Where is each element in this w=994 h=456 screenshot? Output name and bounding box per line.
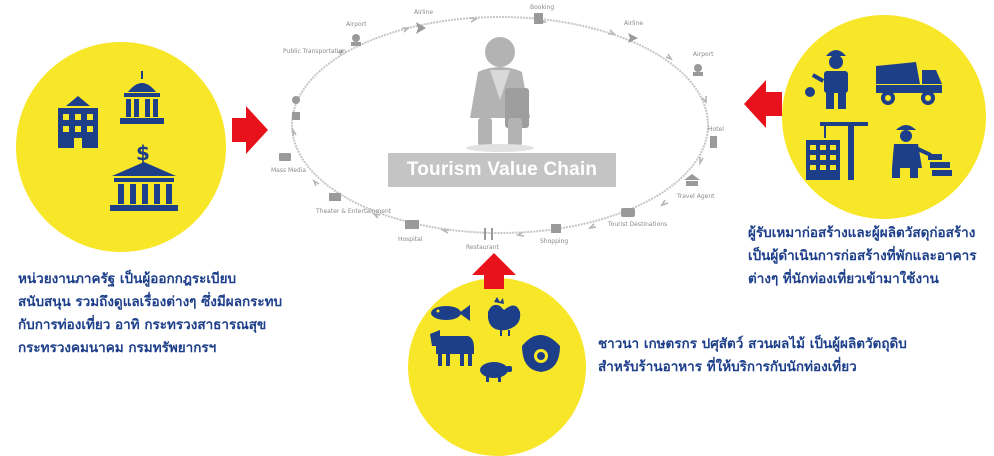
caption-line: ต่างๆ ที่นักท่องเที่ยวเข้ามาใช้งาน [748,271,939,287]
node-label: Restaurant [466,244,499,251]
mass-media-icon [279,153,291,161]
node-label: Airline [414,9,433,16]
node-label: Airline [624,20,643,27]
fish-icon [431,305,470,321]
node-label: Public Transportation [283,48,346,55]
airport-icon [694,64,702,72]
node-booking: Booking [530,4,554,24]
node-label: Travel Agent [676,193,715,200]
node-label: Airport [346,21,367,28]
value-chain-cycle [291,16,709,234]
transport-icon [292,96,300,104]
caption-line: เป็นผู้ดำเนินการก่อสร้างที่พักและอาคาร [748,248,977,264]
construction-worker-icon [805,50,848,109]
shopping-icon [551,224,561,233]
chicken-icon [488,297,521,336]
destination-icon [621,208,635,217]
caption-line: หน่วยงานภาครัฐ เป็นผู้ออกกฎระเบียบ [18,271,237,287]
node-airport-left: Airport [346,21,367,46]
capitol-building-icon [120,71,164,124]
travel-agent-icon [684,174,700,180]
fork-icon [484,228,486,240]
turkey-icon [522,335,560,372]
node-shopping: Shopping [540,224,568,245]
government-circle [16,42,226,252]
diagram-canvas: Airport Airline Booking Airline Airport … [58,4,952,382]
government-caption: หน่วยงานภาครัฐ เป็นผู้ออกกฎระเบียบ สนับส… [18,268,282,360]
node-label: Hospital [398,236,423,243]
arrow-right-to-center [744,80,782,128]
node-label: Tourist Destinations [607,221,667,228]
caption-line: ชาวนา เกษตรกร ปศุสัตว์ สวนผลไม้ เป็นผู้ผ… [598,336,907,352]
theater-icon [329,193,341,201]
caption-line: ผู้รับเหมาก่อสร้างและผู้ผลิตวัสดุก่อสร้า… [748,225,976,241]
node-mass-media: Mass Media [271,153,306,174]
node-theater: Theater & Entertainment [315,193,392,215]
dump-truck-icon [876,62,942,105]
construction-caption: ผู้รับเหมาก่อสร้างและผู้ผลิตวัสดุก่อสร้า… [748,222,976,291]
node-label: Theater & Entertainment [315,208,392,215]
bricklayer-icon [892,125,952,178]
node-travel-agent: Travel Agent [676,174,715,200]
office-building-icon [58,96,98,148]
agriculture-caption: ชาวนา เกษตรกร ปศุสัตว์ สวนผลไม้ เป็นผู้ผ… [598,333,907,379]
caption-line: กระทรวงคมนาคม กรมทรัพยากรฯ [18,340,217,356]
bank-building-icon: $ [110,141,178,211]
node-label: Airport [693,51,714,58]
node-label: Booking [530,4,554,11]
arrow-bottom-to-center [472,253,516,289]
airport-icon [352,34,360,42]
pig-icon [480,362,512,382]
airplane-icon [416,22,426,34]
government-building-icons: $ [58,71,178,211]
node-hotel: Hotel [708,126,724,148]
building-crane-icon [806,122,868,180]
knife-icon [491,228,493,240]
transport-icon-bus [292,112,300,120]
agriculture-icons [430,297,560,382]
node-public-transportation: Public Transportation [283,48,346,120]
svg-text:$: $ [136,141,150,165]
cow-icon [430,330,474,366]
airport-icon-base [693,72,703,76]
node-tourist-destinations: Tourist Destinations [607,208,667,228]
caption-line: สำหรับร้านอาหาร ที่ให้บริการกับนักท่องเท… [598,359,857,375]
node-hospital: Hospital [398,220,423,243]
node-label: Shopping [540,238,568,245]
node-label: Mass Media [271,167,306,174]
caption-line: กับการท่องเที่ยว อาทิ กระทรวงสาธารณสุข [18,317,267,333]
caption-line: สนับสนุน รวมถึงดูแลเรื่องต่างๆ ซึ่งมีผลก… [18,294,283,310]
node-airline-right: Airline [624,20,643,43]
airport-icon-base [351,42,361,46]
construction-circle [782,15,986,219]
node-restaurant: Restaurant [466,228,499,251]
arrow-left-to-center [232,106,268,154]
booking-icon [534,13,543,24]
center-title: Tourism Value Chain [406,159,598,180]
node-airport-right: Airport [693,51,714,76]
center-title-background [388,153,616,187]
node-label: Hotel [708,126,724,133]
hospital-icon [405,220,419,229]
construction-icons [805,50,952,180]
traveler-figure-icon [466,37,534,152]
hotel-icon [710,136,717,148]
node-airline-top: Airline [414,9,433,34]
airplane-icon [628,33,638,43]
